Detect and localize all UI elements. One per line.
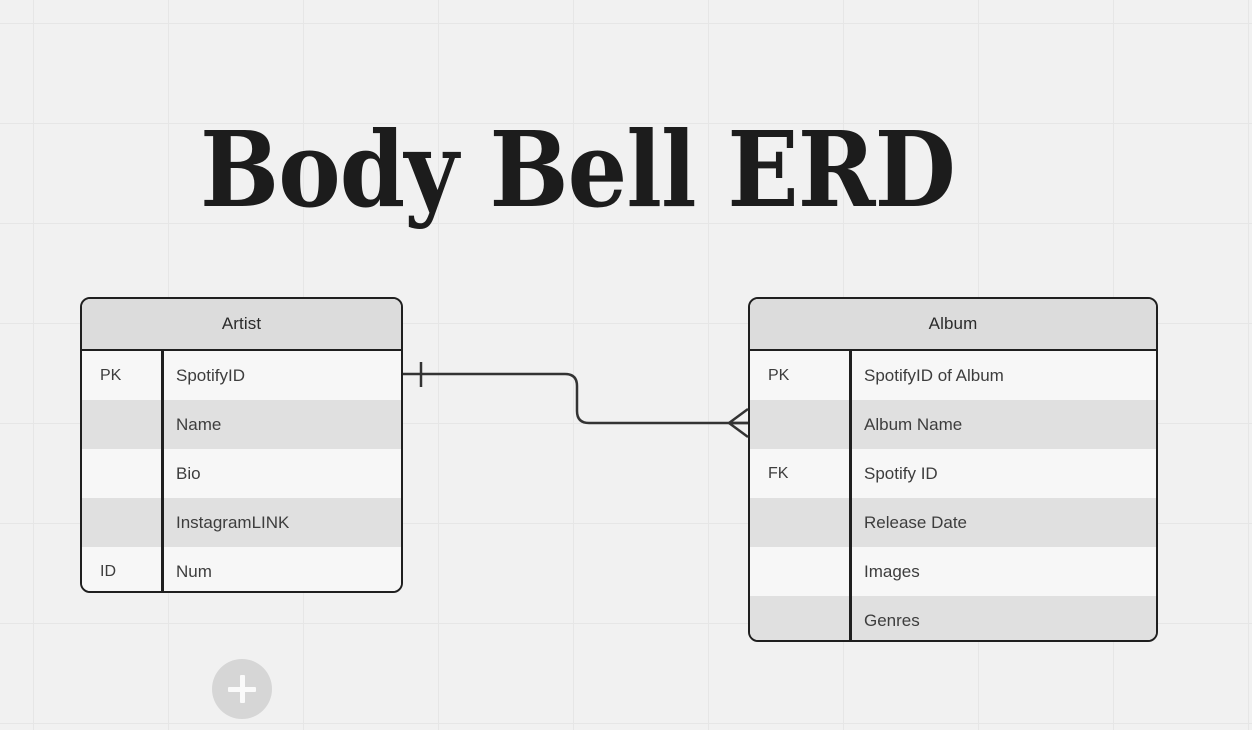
connector-line: [403, 372, 748, 425]
row-key: FK: [768, 464, 789, 482]
row-attribute: InstagramLINK: [176, 512, 290, 532]
row-key: [750, 498, 850, 547]
row-attribute: SpotifyID of Album: [864, 365, 1004, 385]
table-row[interactable]: PK SpotifyID of Album: [750, 351, 1156, 400]
table-row[interactable]: Images: [750, 547, 1156, 596]
row-key: [82, 449, 162, 498]
row-attribute: Name: [176, 414, 222, 434]
table-row[interactable]: Release Date: [750, 498, 1156, 547]
row-attribute: Images: [864, 561, 920, 581]
table-row[interactable]: Name: [82, 400, 401, 449]
column-divider: [161, 351, 164, 591]
row-key: [82, 400, 162, 449]
entity-album-title: Album: [928, 314, 978, 333]
page-title: Body Bell ERD: [200, 108, 956, 231]
entity-artist-header: Artist: [82, 299, 401, 351]
row-attribute: SpotifyID: [176, 365, 245, 385]
table-row[interactable]: ID Num: [82, 547, 401, 591]
row-key: [750, 596, 850, 640]
entity-album-header: Album: [750, 299, 1156, 351]
table-row[interactable]: FK Spotify ID: [750, 449, 1156, 498]
row-key: PK: [100, 366, 122, 384]
column-divider: [849, 351, 852, 640]
cardinality-many-crowsfoot-icon: [728, 407, 749, 439]
plus-icon: [239, 675, 245, 703]
table-row[interactable]: PK SpotifyID: [82, 351, 401, 400]
row-key: [750, 547, 850, 596]
row-attribute: Bio: [176, 463, 201, 483]
row-key: [750, 400, 850, 449]
entity-artist-title: Artist: [221, 314, 262, 333]
table-row[interactable]: InstagramLINK: [82, 498, 401, 547]
row-attribute: Num: [176, 561, 212, 581]
row-attribute: Spotify ID: [864, 463, 938, 483]
add-shape-button[interactable]: [212, 659, 272, 719]
row-key: PK: [768, 366, 790, 384]
entity-artist-body: PK SpotifyID Name Bio InstagramLINK ID N…: [82, 351, 401, 591]
entity-album-body: PK SpotifyID of Album Album Name FK Spot…: [750, 351, 1156, 640]
row-attribute: Release Date: [864, 512, 968, 532]
table-row[interactable]: Bio: [82, 449, 401, 498]
row-attribute: Album Name: [864, 414, 963, 434]
entity-artist[interactable]: Artist PK SpotifyID Name Bio InstagramLI…: [80, 297, 403, 593]
table-row[interactable]: Genres: [750, 596, 1156, 640]
row-attribute: Genres: [864, 610, 920, 630]
table-row[interactable]: Album Name: [750, 400, 1156, 449]
entity-album[interactable]: Album PK SpotifyID of Album Album Name F…: [748, 297, 1158, 642]
row-key: ID: [100, 562, 116, 580]
row-key: [82, 498, 162, 547]
